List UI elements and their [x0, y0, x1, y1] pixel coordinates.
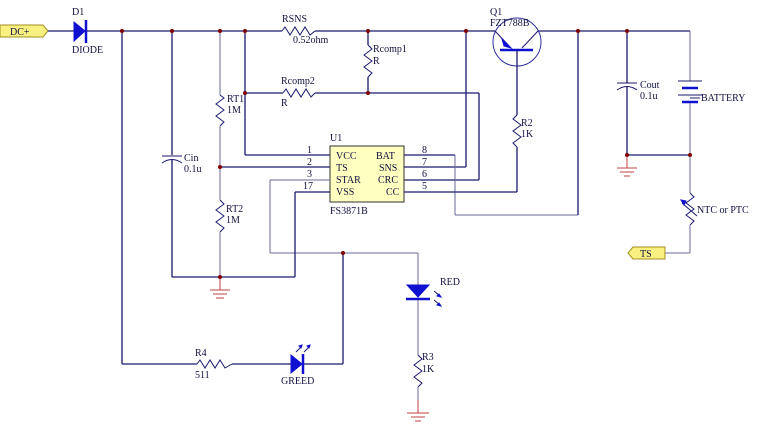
junction-dot — [218, 29, 222, 33]
battery: BATTERY — [678, 80, 745, 104]
pin-name: VSS — [336, 187, 354, 198]
rt2-ref: RT2 — [226, 204, 243, 215]
capacitor-cout: Cout 0.1u — [616, 80, 660, 102]
pin-number: 3 — [307, 169, 312, 180]
u1-ref: U1 — [330, 133, 342, 144]
junction-dot — [170, 29, 174, 33]
thermistor-label: NTC or PTC — [697, 205, 749, 216]
q1-value: FZT788B — [490, 18, 530, 29]
junction-dot — [243, 91, 247, 95]
q1-ref: Q1 — [490, 7, 502, 18]
led-red: RED — [405, 277, 460, 307]
rcomp1-ref: Rcomp1 — [373, 44, 407, 55]
dc-plus-label: DC+ — [10, 27, 30, 38]
r4-ref: R4 — [195, 348, 207, 359]
resistor-rt1: RT1 1M — [215, 94, 244, 127]
pin-number: 17 — [303, 181, 313, 192]
cin-ref: Cin — [184, 153, 198, 164]
pin-number: 8 — [422, 145, 427, 156]
ts-port-label: TS — [640, 249, 652, 260]
resistor-rt2: RT2 1M — [215, 199, 243, 233]
battery-label: BATTERY — [701, 93, 745, 104]
ground-symbol — [210, 277, 230, 299]
green-led-label: GREED — [281, 376, 314, 387]
capacitor-cin: Cin 0.1u — [161, 153, 202, 175]
pin-name: CRC — [378, 175, 398, 186]
r4-value: 511 — [195, 370, 210, 381]
rsns-ref: RSNS — [282, 14, 307, 25]
pin-name: SNS — [379, 163, 397, 174]
junction-dot — [243, 29, 247, 33]
d1-ref: D1 — [72, 7, 84, 18]
rt1-value: 1M — [227, 105, 241, 116]
pin-name: TS — [336, 163, 348, 174]
ground-symbol — [617, 155, 637, 177]
pin-number: 6 — [422, 169, 427, 180]
resistor-rcomp2: Rcomp2 R — [281, 76, 316, 109]
resistor-rsns: RSNS 0.52ohm — [281, 14, 329, 46]
resistor-r4: R4 511 — [195, 348, 233, 381]
u1-value: FS3871B — [330, 206, 368, 217]
junction-dot — [464, 29, 468, 33]
red-led-label: RED — [440, 277, 460, 288]
junction-dot — [218, 275, 222, 279]
r2-value: 1K — [521, 129, 534, 140]
r3-ref: R3 — [422, 352, 434, 363]
rcomp1-value: R — [373, 56, 380, 67]
cin-value: 0.1u — [184, 164, 202, 175]
resistor-r2: R2 1K — [512, 114, 534, 148]
pin-name: VCC — [336, 151, 357, 162]
cout-ref: Cout — [640, 80, 660, 91]
junction-dot — [366, 29, 370, 33]
pin-number: 1 — [307, 145, 312, 156]
pin-name: BAT — [376, 151, 395, 162]
r3-value: 1K — [422, 364, 435, 375]
rt1-ref: RT1 — [227, 94, 244, 105]
pin-name: CC — [386, 187, 400, 198]
d1-value: DIODE — [72, 45, 103, 56]
cout-value: 0.1u — [640, 91, 658, 102]
junction-dot — [688, 153, 692, 157]
led-green: GREED — [281, 344, 314, 387]
diode-d1: D1 DIODE — [72, 7, 103, 56]
dc-plus-port: DC+ — [0, 24, 49, 38]
junction-dot — [625, 153, 629, 157]
pin-number: 5 — [422, 181, 427, 192]
junction-dot — [366, 91, 370, 95]
pin-number: 7 — [422, 157, 427, 168]
ic-u1: U1 FS3871B VCC TS STAR VSS BAT SNS CRC C… — [303, 133, 427, 217]
rsns-value: 0.52ohm — [293, 35, 329, 46]
thermistor: NTC or PTC — [679, 192, 749, 226]
rcomp2-value: R — [281, 98, 288, 109]
junction-dot — [576, 29, 580, 33]
transistor-q1: Q1 FZT788B — [490, 7, 542, 115]
ground-symbol — [407, 400, 429, 422]
r2-ref: R2 — [521, 118, 533, 129]
junction-dot — [218, 165, 222, 169]
ts-port: TS — [627, 246, 666, 260]
junction-dot — [341, 251, 345, 255]
pin-number: 2 — [307, 157, 312, 168]
resistor-r3: R3 1K — [413, 352, 435, 388]
rcomp2-ref: Rcomp2 — [281, 76, 315, 87]
rt2-value: 1M — [226, 215, 240, 226]
junction-dot — [120, 29, 124, 33]
junctions — [120, 29, 692, 279]
resistor-rcomp1: Rcomp1 R — [363, 44, 407, 78]
pin-name: STAR — [336, 175, 361, 186]
junction-dot — [625, 29, 629, 33]
